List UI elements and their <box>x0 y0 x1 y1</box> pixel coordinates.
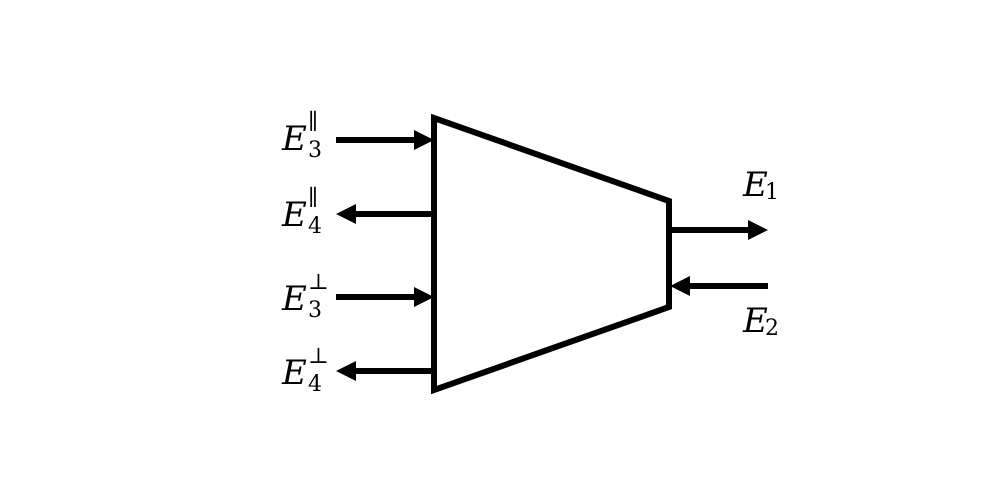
label-e3-parallel: E ∥ 3 <box>282 112 322 162</box>
label-e4-parallel-main: E <box>282 195 307 235</box>
label-e4-perp-sup: ⊥ <box>308 344 329 369</box>
label-e4-parallel-sub: 4 <box>308 214 322 239</box>
label-e2: E 2 <box>743 301 779 341</box>
label-e3-parallel-main: E <box>282 119 307 159</box>
label-e1-main: E <box>743 165 768 205</box>
label-e3-perp-sup: ⊥ <box>308 270 329 295</box>
arrow-e1-out <box>669 220 768 240</box>
label-e4-parallel-sup: ∥ <box>308 186 319 211</box>
arrow-e4-perp-out <box>336 361 434 381</box>
label-e4-perp-main: E <box>282 353 307 393</box>
label-e2-main: E <box>743 301 768 341</box>
label-e4-perp: E ⊥ 4 <box>282 346 329 396</box>
label-e1-sub: 1 <box>765 180 779 205</box>
trapezoid-device <box>431 113 672 395</box>
label-e4-perp-sub: 4 <box>308 372 322 397</box>
arrow-e2-in <box>670 276 768 296</box>
arrow-e3-parallel-in <box>336 130 434 150</box>
label-e3-parallel-sub: 3 <box>308 138 322 163</box>
label-e3-parallel-sup: ∥ <box>308 110 319 135</box>
label-e3-perp-sub: 3 <box>308 298 322 323</box>
label-e1: E 1 <box>743 165 779 205</box>
arrow-e3-perp-in <box>336 287 434 307</box>
label-e2-sub: 2 <box>765 316 779 341</box>
label-e3-perp: E ⊥ 3 <box>282 272 329 322</box>
arrow-e4-parallel-out <box>336 204 434 224</box>
label-e4-parallel: E ∥ 4 <box>282 188 322 238</box>
label-e3-perp-main: E <box>282 279 307 319</box>
